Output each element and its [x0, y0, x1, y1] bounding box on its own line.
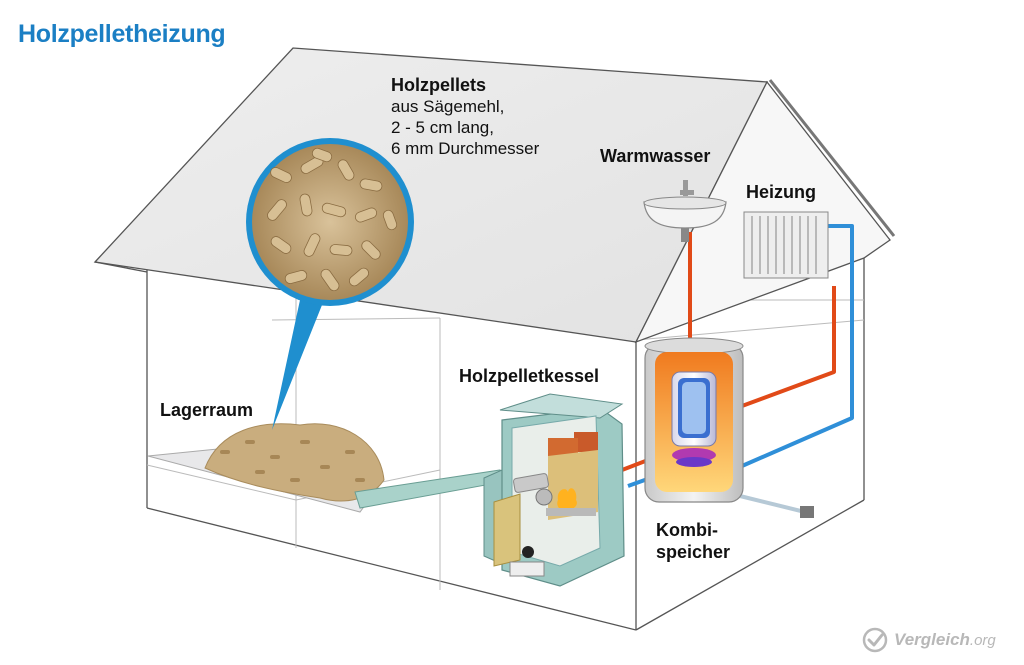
label-kombispeicher-1: Kombi-	[656, 520, 718, 540]
heating-flow-pipe	[741, 286, 836, 408]
combi-storage-tank	[644, 337, 744, 503]
label-kombispeicher-2: speicher	[656, 542, 731, 562]
sink	[643, 180, 727, 242]
label-lagerraum: Lagerraum	[160, 400, 254, 420]
pellet-desc-line: aus Sägemehl,	[391, 97, 505, 116]
label-heizung: Heizung	[746, 182, 816, 202]
pellet-desc-line: 6 mm Durchmesser	[391, 139, 540, 158]
pellet-boiler	[483, 393, 625, 587]
page-title: Holzpelletheizung	[18, 20, 226, 48]
brand-watermark: Vergleich.org	[862, 627, 996, 653]
label-holzpelletkessel: Holzpelletkessel	[459, 366, 600, 386]
pellet-desc-line: 2 - 5 cm lang,	[391, 118, 494, 137]
storage-pellet-pile	[147, 423, 385, 513]
water-inlet-connector	[800, 506, 814, 518]
label-warmwasser: Warmwasser	[600, 146, 711, 166]
pellet-description: Holzpellets aus Sägemehl, 2 - 5 cm lang,…	[391, 75, 539, 159]
pellet-heading: Holzpellets	[391, 75, 487, 95]
brand-name: Vergleich	[894, 630, 970, 649]
radiator	[743, 211, 829, 279]
check-circle-icon	[862, 627, 888, 653]
heating-return-pipe	[741, 224, 854, 468]
brand-tld: .org	[969, 632, 996, 649]
pellet-zoom-callout	[246, 138, 414, 430]
